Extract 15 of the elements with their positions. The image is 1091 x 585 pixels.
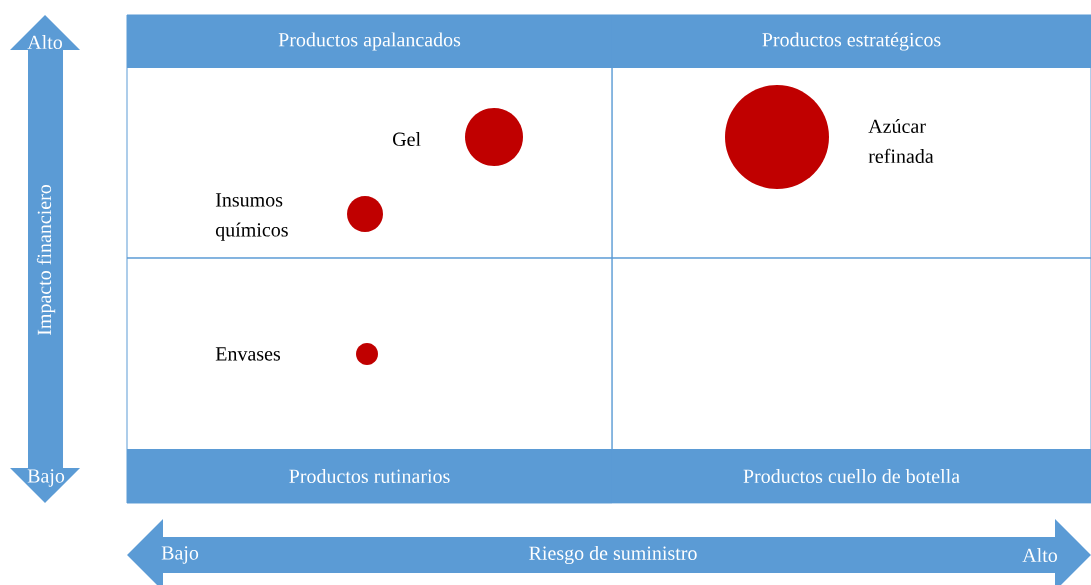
bubble-label: Azúcar refinada	[868, 118, 934, 164]
bubble-label: Envases	[215, 347, 281, 361]
bubble	[347, 196, 383, 232]
bubble	[356, 343, 378, 365]
axis-label: Alto	[1022, 547, 1057, 562]
axis-label: Bajo	[27, 469, 65, 487]
axis-title: Riesgo de suministro	[529, 545, 697, 565]
bubble-label: Gel	[393, 131, 421, 146]
axis-title: Impacto financiero	[36, 184, 56, 336]
axis-label: Bajo	[161, 546, 199, 564]
axis-label: Alto	[27, 34, 63, 49]
bubble-label: Insumos químicos	[215, 193, 288, 241]
bubble	[465, 108, 523, 166]
bubble	[725, 85, 829, 189]
quadrant-box: Productos cuello de botella	[611, 257, 1091, 504]
